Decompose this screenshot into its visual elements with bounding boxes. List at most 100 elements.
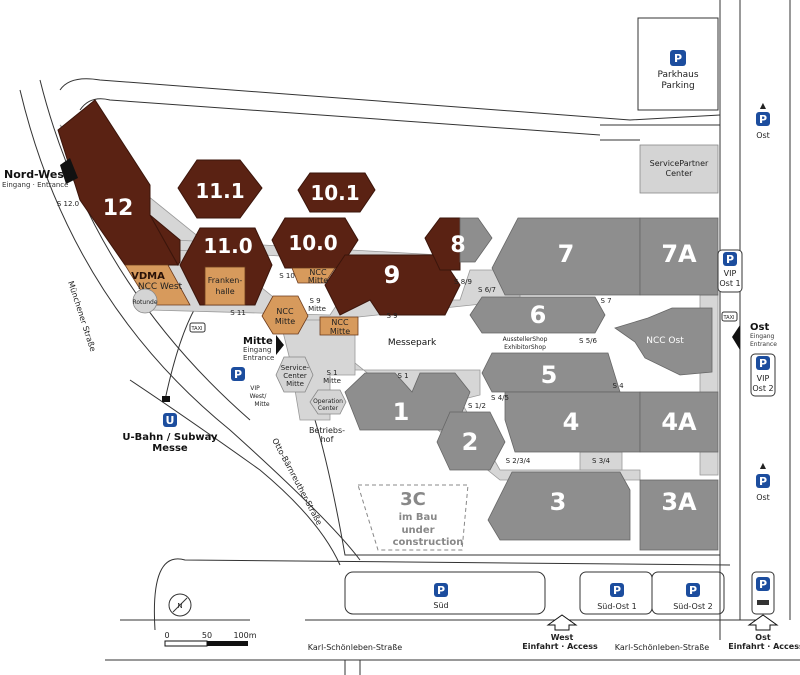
hall-4-label: 4 — [563, 408, 580, 436]
hall-4a[interactable] — [639, 391, 719, 453]
hall-6[interactable] — [469, 296, 606, 334]
vip-ost1-parking-icon[interactable]: P — [723, 252, 737, 266]
hall-3a-label: 3A — [661, 488, 697, 516]
svg-text:P: P — [759, 475, 767, 488]
ost-access-sub: Einfahrt · Access — [728, 642, 800, 651]
hall-4[interactable] — [504, 391, 641, 453]
operation-center[interactable] — [309, 389, 347, 415]
vip-west-label-2: West/ — [250, 393, 268, 400]
svg-text:P: P — [234, 368, 242, 381]
passage-s10: S 10 — [279, 272, 295, 280]
hall-3c-sub-1: im Bau — [399, 512, 438, 523]
rotunde-label: Rotunde — [132, 299, 157, 306]
vdma-label: VDMA — [131, 271, 165, 282]
hall-1[interactable] — [344, 372, 471, 431]
svg-text:P: P — [726, 253, 734, 266]
ncc-mitte-rect[interactable] — [319, 316, 359, 336]
ost-eingang: Eingang — [750, 333, 775, 340]
suedost1-parking-icon[interactable]: P — [610, 583, 624, 597]
ost-bottom-parking-label: Ost — [756, 493, 770, 502]
muenchener-strasse-label: Münchener Straße — [66, 280, 97, 353]
hall-8-label: 8 — [450, 233, 465, 258]
hall-12[interactable] — [57, 99, 179, 266]
hall-3[interactable] — [487, 471, 631, 541]
passage-s1-mitte: S 1 — [326, 369, 337, 377]
ost-entrance: Entrance — [750, 341, 777, 348]
west-access-label: West — [551, 633, 574, 642]
scale-bar: N 0 50 100m — [164, 593, 257, 647]
frankenhalle-label-1: Franken- — [208, 276, 243, 285]
frankenhalle[interactable] — [204, 266, 246, 306]
betriebshof-label-1: Betriebs- — [309, 426, 345, 435]
svg-text:P: P — [674, 52, 682, 65]
svg-text:P: P — [689, 584, 697, 597]
parkhaus-label-1: Parkhaus — [657, 70, 698, 80]
service-center-label-2: Center — [283, 372, 307, 380]
hall-12-label: 12 — [103, 196, 134, 221]
vip-ost2-label-1: VIP — [757, 374, 770, 383]
suedost2-parking-icon[interactable]: P — [686, 583, 700, 597]
ost-entrance-arrow-icon[interactable] — [732, 325, 740, 350]
ncc-mitte-hex[interactable] — [261, 295, 309, 335]
bus-parking-icon[interactable]: P — [756, 577, 770, 591]
hall-3a[interactable] — [639, 479, 719, 551]
scale-0: 0 — [164, 631, 169, 640]
hall-9[interactable] — [324, 254, 461, 316]
messepark-label: Messepark — [388, 338, 437, 348]
passage-s7: S 7 — [600, 297, 611, 305]
vip-ost1-label-2: Ost 1 — [719, 279, 740, 288]
karl-schoenleben-strasse-label-1: Karl-Schönleben-Straße — [308, 643, 402, 652]
west-access-arrow-icon[interactable] — [546, 614, 578, 631]
passage-s9: S 9 — [386, 312, 397, 320]
hall-3c-label: 3C — [400, 489, 426, 510]
west-access-sub: Einfahrt · Access — [522, 642, 598, 651]
hall-2-label: 2 — [462, 428, 479, 456]
vip-west-parking-icon[interactable]: P — [231, 367, 245, 381]
ncc-venues — [124, 264, 359, 336]
passage-s2-3-4: S 2/3/4 — [506, 457, 531, 465]
mitte-entrance-arrow-icon[interactable] — [276, 335, 284, 355]
nordwest-entrance-arrow-icon[interactable] — [60, 158, 78, 184]
ncc-mitte-small[interactable] — [291, 267, 336, 284]
service-center-label-1: Service- — [281, 364, 310, 372]
parkhaus-parking-icon[interactable]: P — [670, 50, 686, 66]
hall-11-0[interactable] — [179, 227, 273, 306]
nordwest-entrance-label: Nord-West — [4, 168, 69, 181]
ost-top-parking-icon[interactable]: P — [756, 112, 770, 126]
hall-7-label: 7 — [558, 240, 575, 268]
sued-parking-icon[interactable]: P — [434, 583, 448, 597]
hall-11-1[interactable] — [177, 159, 263, 219]
ncc-mitte-rect-label-2: Mitte — [330, 327, 350, 336]
ost-bottom-parking-icon[interactable]: P — [756, 474, 770, 488]
ncc-west-label: NCC West — [138, 282, 183, 292]
nordwest-entrance-sub: Eingang · Entrance — [2, 181, 68, 189]
ncc-ost-label: NCC Ost — [646, 336, 684, 346]
hall-10-1[interactable] — [297, 172, 376, 213]
scale-100: 100m — [233, 631, 256, 640]
servicepartner-center[interactable] — [639, 144, 719, 194]
hall-5[interactable] — [481, 352, 621, 393]
otto-baernreuther-strasse-label: Otto-Bärnreuther-Straße — [270, 437, 324, 527]
hall-2[interactable] — [436, 411, 506, 471]
suedost1-parking-label: Süd-Ost 1 — [597, 602, 637, 611]
ncc-mitte-small-label-1: NCC — [309, 268, 327, 277]
service-center-mitte[interactable] — [275, 356, 314, 393]
ubahn-entrance-icon — [162, 396, 170, 402]
taxi-west-icon: TAXI — [189, 322, 206, 333]
rotunde[interactable] — [132, 288, 158, 314]
hall-5-label: 5 — [541, 361, 558, 389]
frankenhalle-label-2: halle — [215, 287, 234, 296]
vip-ost1-label-1: VIP — [724, 269, 737, 278]
hall-4a-label: 4A — [661, 408, 697, 436]
passage-s4: S 4 — [612, 382, 624, 390]
svg-text:P: P — [759, 113, 767, 126]
ost-access-arrow-icon[interactable] — [747, 614, 779, 631]
hall-10-0[interactable] — [271, 217, 359, 269]
vip-ost2-parking-icon[interactable]: P — [756, 356, 770, 370]
vip-west-label-1: VIP — [250, 385, 260, 392]
halls — [275, 17, 719, 551]
ubahn-icon[interactable]: U — [163, 413, 177, 427]
hall-7a[interactable] — [639, 217, 719, 296]
passage-s12: S 12.0 — [57, 200, 79, 208]
ncc-ost[interactable] — [614, 307, 713, 376]
